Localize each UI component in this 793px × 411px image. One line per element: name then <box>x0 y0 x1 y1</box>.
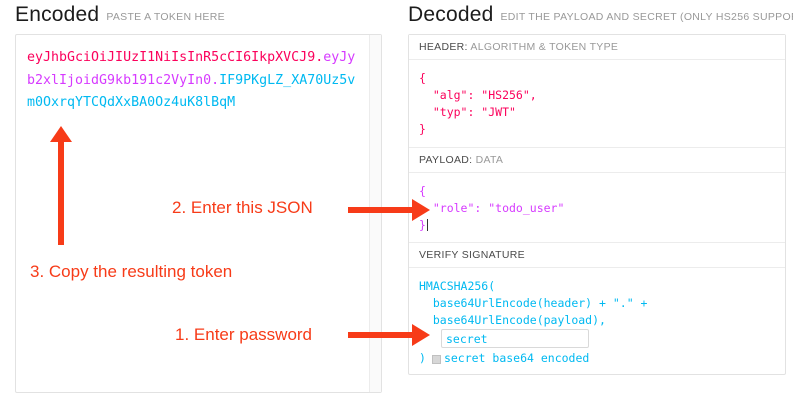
secret-input[interactable] <box>441 329 589 348</box>
signature-close-paren: ) <box>419 351 426 365</box>
token-dot-2: . <box>211 72 220 88</box>
token-header-segment: eyJhbGciOiJIUzI1NiIsInR5cCI6IkpXVCJ9 <box>27 50 316 65</box>
base64-encoded-label[interactable]: secret base64 encoded <box>443 351 590 365</box>
payload-json-editor[interactable]: { "role": "todo_user" } <box>409 173 785 243</box>
encoded-column-title: Encoded PASTE A TOKEN HERE <box>15 3 225 27</box>
signature-editor: HMACSHA256( base64UrlEncode(header) + ".… <box>409 268 785 373</box>
decoded-heading: Decoded <box>408 3 494 26</box>
header-section-label: HEADER: ALGORITHM & TOKEN TYPE <box>409 35 785 60</box>
annotation-step-1: 1. Enter password <box>175 325 313 344</box>
header-label-rest: ALGORITHM & TOKEN TYPE <box>467 41 619 53</box>
encoded-token-text[interactable]: eyJhbGciOiJIUzI1NiIsInR5cCI6IkpXVCJ9.eyJ… <box>27 47 361 115</box>
decoded-column-title: Decoded EDIT THE PAYLOAD AND SECRET (ONLY… <box>408 3 793 27</box>
payload-label-strong: PAYLOAD: <box>419 154 473 166</box>
signature-line-1: HMACSHA256( <box>419 279 496 293</box>
signature-line-3: base64UrlEncode(payload), <box>419 313 606 327</box>
decoded-subheading: EDIT THE PAYLOAD AND SECRET (ONLY HS256 … <box>500 11 793 23</box>
signature-section-label: VERIFY SIGNATURE <box>409 243 785 268</box>
base64-option-row: ) secret base64 encoded <box>419 350 785 367</box>
payload-section-label: PAYLOAD: DATA <box>409 148 785 173</box>
signature-label-strong: VERIFY SIGNATURE <box>419 249 525 261</box>
token-signature-segment: IF9PKgLZ_XA70Uz5vm0OxrqYTCQdXxBA0Oz4uK8l… <box>27 72 356 111</box>
text-cursor <box>426 219 428 231</box>
header-json-editor[interactable]: { "alg": "HS256", "typ": "JWT" } <box>409 60 785 148</box>
annotation-step-3: 3. Copy the resulting token <box>30 262 233 281</box>
signature-line-2: base64UrlEncode(header) + "." + <box>419 296 648 310</box>
annotation-step-2: 2. Enter this JSON <box>172 198 313 217</box>
encoded-heading: Encoded <box>15 3 100 26</box>
base64-encoded-checkbox[interactable] <box>431 355 441 364</box>
decoded-panel: HEADER: ALGORITHM & TOKEN TYPE { "alg": … <box>408 34 786 375</box>
token-dot-1: . <box>315 50 324 65</box>
encoded-token-panel[interactable]: eyJhbGciOiJIUzI1NiIsInR5cCI6IkpXVCJ9.eyJ… <box>15 34 382 393</box>
payload-label-rest: DATA <box>472 154 504 166</box>
header-label-strong: HEADER: <box>419 41 468 53</box>
payload-json-text: { "role": "todo_user" } <box>419 184 565 232</box>
token-payload-segment: eyJyb2xlIjoidG9kb191c2VyIn0 <box>27 50 356 88</box>
encoded-panel-scrollbar[interactable] <box>369 35 381 392</box>
encoded-subheading: PASTE A TOKEN HERE <box>106 11 225 23</box>
